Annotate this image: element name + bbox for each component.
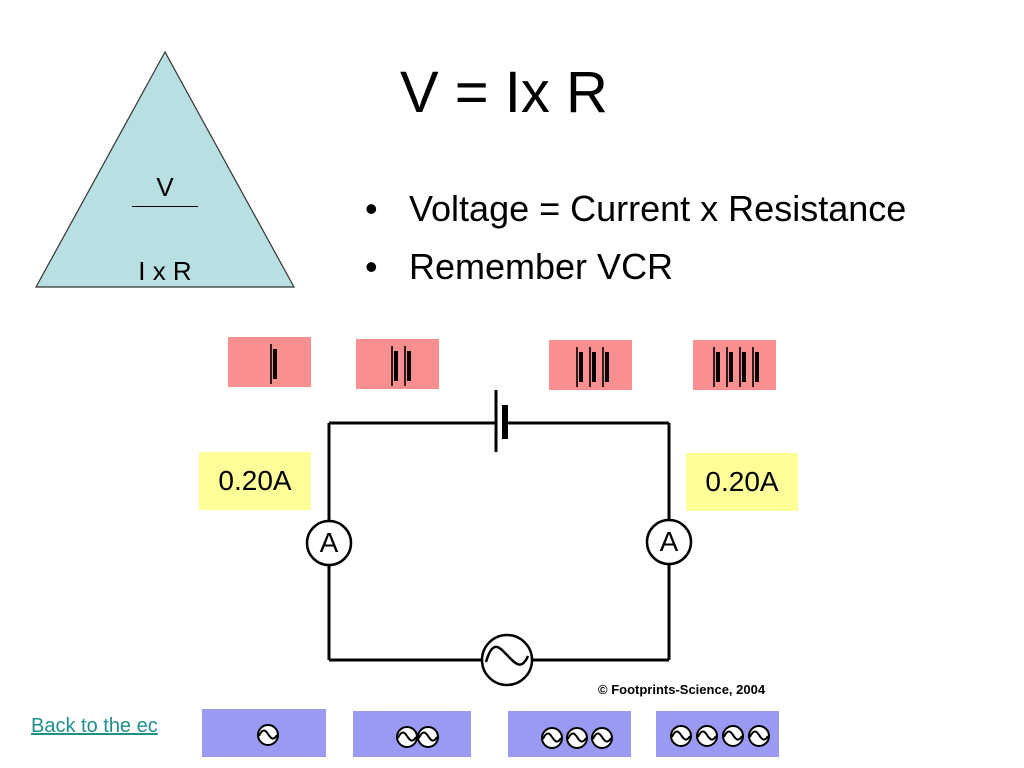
three-cells-button[interactable] — [549, 340, 632, 390]
copyright-credit: © Footprints-Science, 2004 — [598, 682, 766, 697]
left-ammeter-symbol: A — [319, 527, 339, 558]
bullet-voltage-formula: Voltage = Current x Resistance — [365, 180, 906, 238]
two-cells-icon — [391, 346, 411, 386]
triangle-current-resistance-label: I x R — [138, 256, 192, 286]
vir-triangle — [34, 50, 296, 288]
four-bulbs-icon — [670, 725, 770, 747]
left-ammeter-reading: 0.20A — [199, 452, 311, 510]
triangle-divider — [132, 206, 198, 207]
bulb-icon — [480, 633, 534, 687]
slide-title: V = Ix R — [400, 60, 608, 125]
one-bulb-button[interactable] — [202, 709, 326, 757]
back-link[interactable]: Back to the ec — [31, 715, 158, 737]
bullet-remember-vcr: Remember VCR — [365, 238, 906, 296]
right-ammeter-reading: 0.20A — [686, 453, 798, 511]
four-cells-icon — [713, 347, 759, 387]
battery-cell-icon — [494, 390, 508, 452]
two-cells-button[interactable] — [356, 339, 439, 389]
two-bulbs-icon — [396, 726, 439, 748]
cell-icon — [270, 344, 277, 384]
triangle-voltage-label: V — [156, 172, 174, 202]
one-cell-button[interactable] — [228, 337, 311, 387]
four-bulbs-button[interactable] — [656, 711, 779, 757]
right-ammeter-symbol: A — [659, 526, 679, 557]
bullet-list: Voltage = Current x Resistance Remember … — [365, 180, 906, 296]
three-cells-icon — [576, 347, 609, 387]
bulb-icon — [257, 724, 279, 746]
two-bulbs-button[interactable] — [353, 711, 471, 757]
three-bulbs-icon — [541, 727, 613, 749]
four-cells-button[interactable] — [693, 340, 776, 390]
three-bulbs-button[interactable] — [508, 711, 631, 757]
